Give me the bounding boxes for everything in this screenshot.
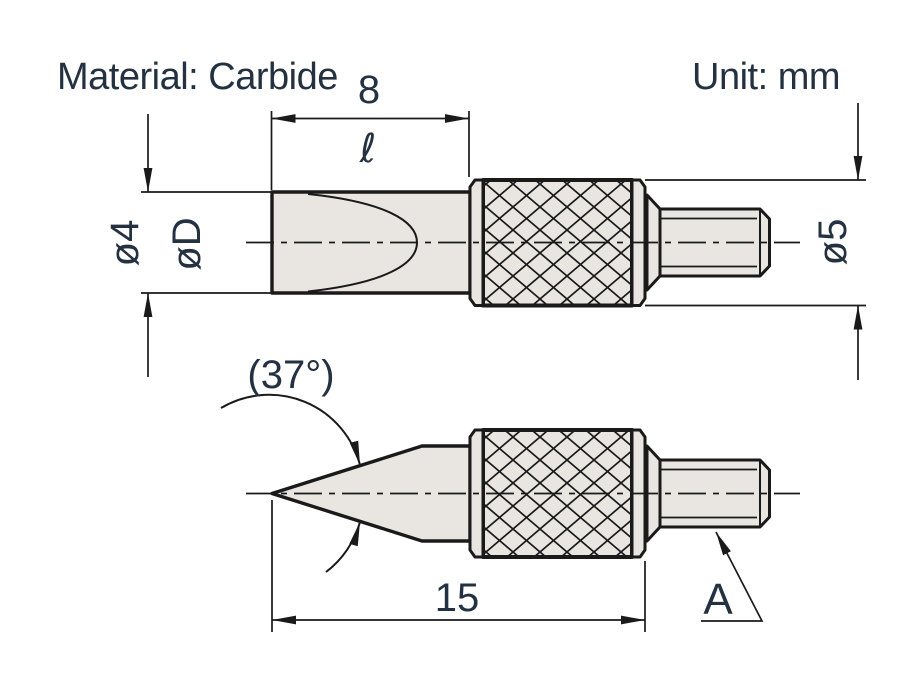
- material-label: Material: Carbide: [57, 56, 338, 98]
- dim-angle-value: (37°): [247, 353, 334, 397]
- dim-dia5-extension-lines: [645, 179, 866, 307]
- dim-15-value: 15: [435, 576, 480, 620]
- dim-diaD-symbol: øD: [165, 217, 209, 270]
- unit-label: Unit: mm: [692, 56, 840, 98]
- dim-dia5-value: ø5: [811, 219, 855, 266]
- thread-leader-line: [701, 531, 764, 622]
- angle-arc-lower: [325, 521, 361, 573]
- thread-root-lines: [660, 217, 757, 268]
- top-view-flat-contact-point: 8 ℓ ø4 øD ø5: [103, 68, 866, 380]
- dim-ell-symbol: ℓ: [359, 126, 377, 172]
- dim-8-value: 8: [358, 68, 380, 112]
- bottom-view-pointed-contact-point: (37°) 15 A: [220, 353, 800, 632]
- thread-label: A: [703, 575, 733, 624]
- dim-8-extension-lines: [270, 111, 470, 190]
- thread-root-lines: [660, 468, 757, 519]
- angle-arc-upper: [220, 393, 361, 466]
- dim-dia4-extension-lines: [141, 191, 272, 294]
- dim-dia4-value: ø4: [103, 220, 147, 267]
